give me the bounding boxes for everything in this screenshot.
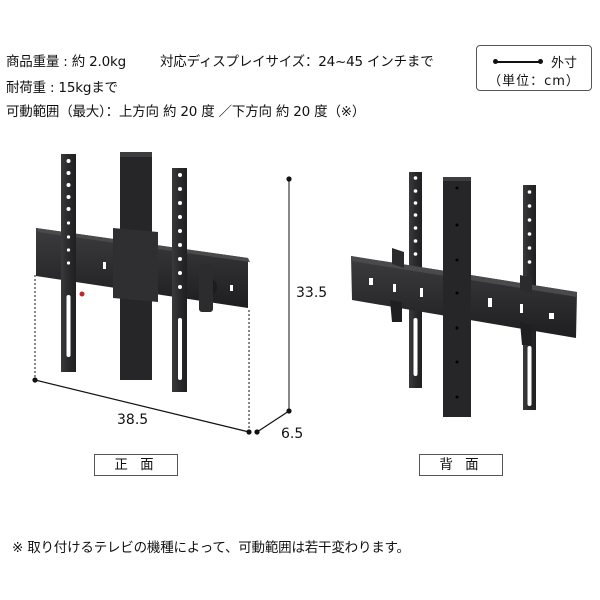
legend-unit: （単位：cm）	[488, 74, 580, 89]
dimension-line-icon	[493, 59, 543, 64]
width-dimension-label: 38.5	[117, 412, 149, 428]
tilt-range-note: ※ 取り付けるテレビの機種によって、可動範囲は若干変わります。	[12, 540, 410, 556]
dimension-legend: 外寸 （単位：cm）	[476, 45, 592, 91]
spec-load-capacity: 耐荷重 : 15kgまで	[6, 80, 118, 96]
spec-tilt-range: 可動範囲（最大）：上方向 約 20 度 ／下方向 約 20 度（※）	[6, 104, 366, 120]
depth-dimension-label: 6.5	[281, 426, 304, 442]
front-view-mount-image	[32, 152, 292, 435]
back-view-mount-image	[351, 172, 577, 417]
legend-label: 外寸	[551, 56, 578, 71]
spec-weight: 商品重量 : 約 2.0kg	[6, 54, 126, 70]
spec-compatible-size: 対応ディスプレイサイズ：24~45 インチまで	[160, 54, 434, 70]
front-view-label: 正 面	[94, 454, 178, 476]
height-dimension-label: 33.5	[296, 285, 328, 301]
back-view-label: 背 面	[419, 454, 503, 476]
